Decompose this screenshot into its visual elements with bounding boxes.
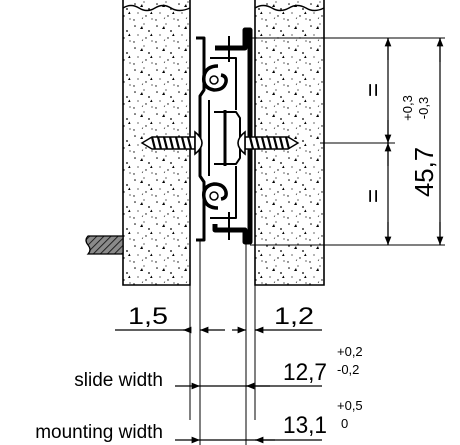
- height-tolerance-plus: +0,3: [400, 95, 415, 121]
- left-screw: [140, 130, 203, 156]
- right-gap-dimension: 1,2: [274, 303, 314, 330]
- slide-width-tolerance-minus: -0,2: [337, 362, 359, 377]
- slide-width-value: 12,7: [283, 359, 327, 386]
- slide-width-tolerance-plus: +0,2: [337, 344, 363, 359]
- upper-equal-mark: =: [360, 83, 387, 97]
- slide-width-label: slide width: [74, 370, 163, 391]
- height-value: 45,7: [409, 147, 439, 197]
- mounting-width-value: 13,1: [283, 412, 327, 439]
- mounting-width-label: mounting width: [35, 422, 163, 443]
- mounting-width-tolerance-plus: +0,5: [337, 398, 363, 413]
- lower-equal-mark: =: [360, 189, 387, 203]
- extension-lines-vertical: [189, 240, 256, 445]
- height-extension-lines: [250, 37, 445, 246]
- height-tolerance-minus: -0,3: [416, 97, 431, 119]
- mounting-width-tolerance-minus: 0: [341, 416, 348, 431]
- shelf-section: [85, 235, 124, 255]
- right-screw: [237, 130, 300, 156]
- left-gap-dimension: 1,5: [128, 303, 168, 330]
